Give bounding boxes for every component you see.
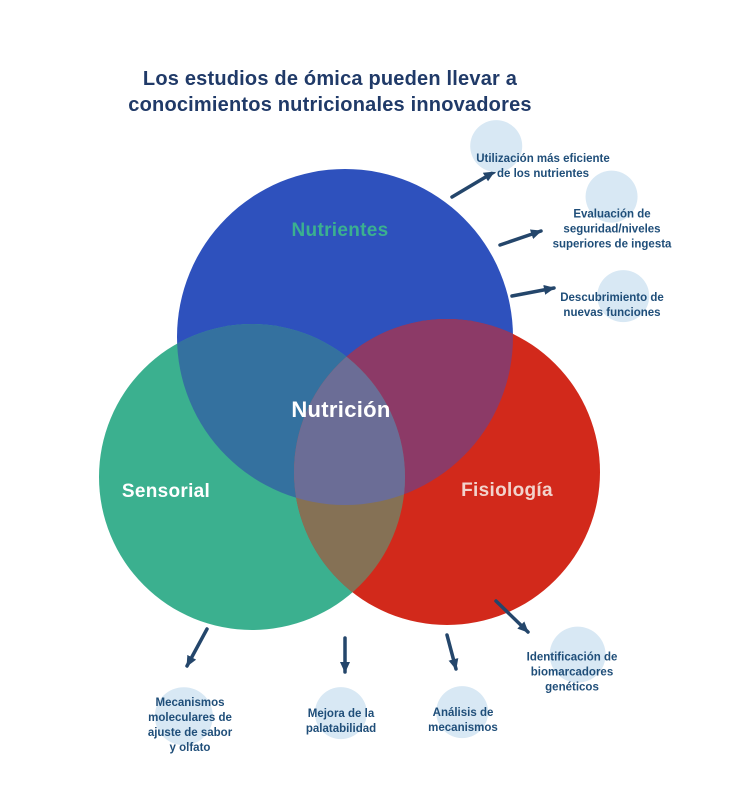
callout-circle <box>550 627 606 683</box>
callout-text: Análisis de mecanismos <box>428 707 498 734</box>
label-fisiologia: Fisiología <box>461 480 553 501</box>
label-nutricion-center: Nutrición <box>291 397 391 422</box>
diagram-title: Los estudios de ómica pueden llevar a co… <box>128 68 532 116</box>
callout-circle <box>314 687 367 739</box>
label-nutrientes: Nutrientes <box>291 220 389 241</box>
arrow-evaluacion <box>498 229 543 247</box>
callout-circle <box>469 120 522 172</box>
arrow-biomarcadores <box>494 599 530 634</box>
callout-circle <box>155 687 213 745</box>
callout-analisis-mecanismos: Análisis de mecanismos <box>428 676 498 738</box>
arrow-descubrimiento <box>510 284 556 298</box>
callout-text: Evaluación de seguridad/niveles superior… <box>552 208 672 251</box>
arrow-utilizacion <box>450 170 496 199</box>
label-sensorial: Sensorial <box>121 481 211 502</box>
callout-mejora-palatabilidad: Mejora de la palatabilidad <box>305 677 377 739</box>
callout-text: Identificación de biomarcadores genético… <box>526 651 618 694</box>
callout-descubrimiento-funciones: Descubrimiento de nuevas funciones <box>560 261 664 322</box>
callout-text: Mejora de la palatabilidad <box>305 708 377 735</box>
callout-circle <box>586 171 638 223</box>
callout-mecanismos-moleculares: Mecanismos moleculares de ajuste de sabo… <box>148 666 232 756</box>
callout-evaluacion-seguridad: Evaluación de seguridad/niveles superior… <box>552 171 672 253</box>
overlap-center <box>294 324 405 505</box>
arrow-mecanismos-moleculares <box>185 627 209 668</box>
callout-biomarcadores-geneticos: Identificación de biomarcadores genético… <box>526 621 618 696</box>
arrow-analisis <box>445 633 459 671</box>
callout-circle <box>436 686 488 738</box>
callout-text: Descubrimiento de nuevas funciones <box>560 292 664 319</box>
callout-circle <box>597 270 649 322</box>
callout-text: Mecanismos moleculares de ajuste de sabo… <box>147 697 233 754</box>
callout-text: Utilización más eficiente de los nutrien… <box>476 153 610 180</box>
callout-utilizacion-nutrientes: Utilización más eficiente de los nutrien… <box>469 120 610 182</box>
